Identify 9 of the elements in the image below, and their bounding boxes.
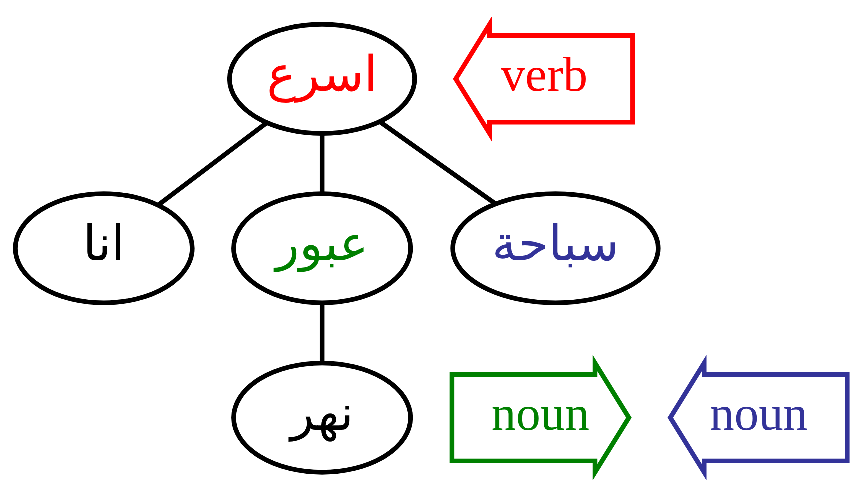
node-ellipse: انا [13,192,195,306]
connector [378,120,497,206]
connector [320,304,325,363]
node-ellipse: نهر [232,360,414,475]
connector [320,134,325,194]
node-ellipse: عبور [232,192,414,306]
node-ellipse: سباحة [450,192,661,306]
node-ellipse: اسرع [227,22,418,136]
connector [157,121,268,207]
